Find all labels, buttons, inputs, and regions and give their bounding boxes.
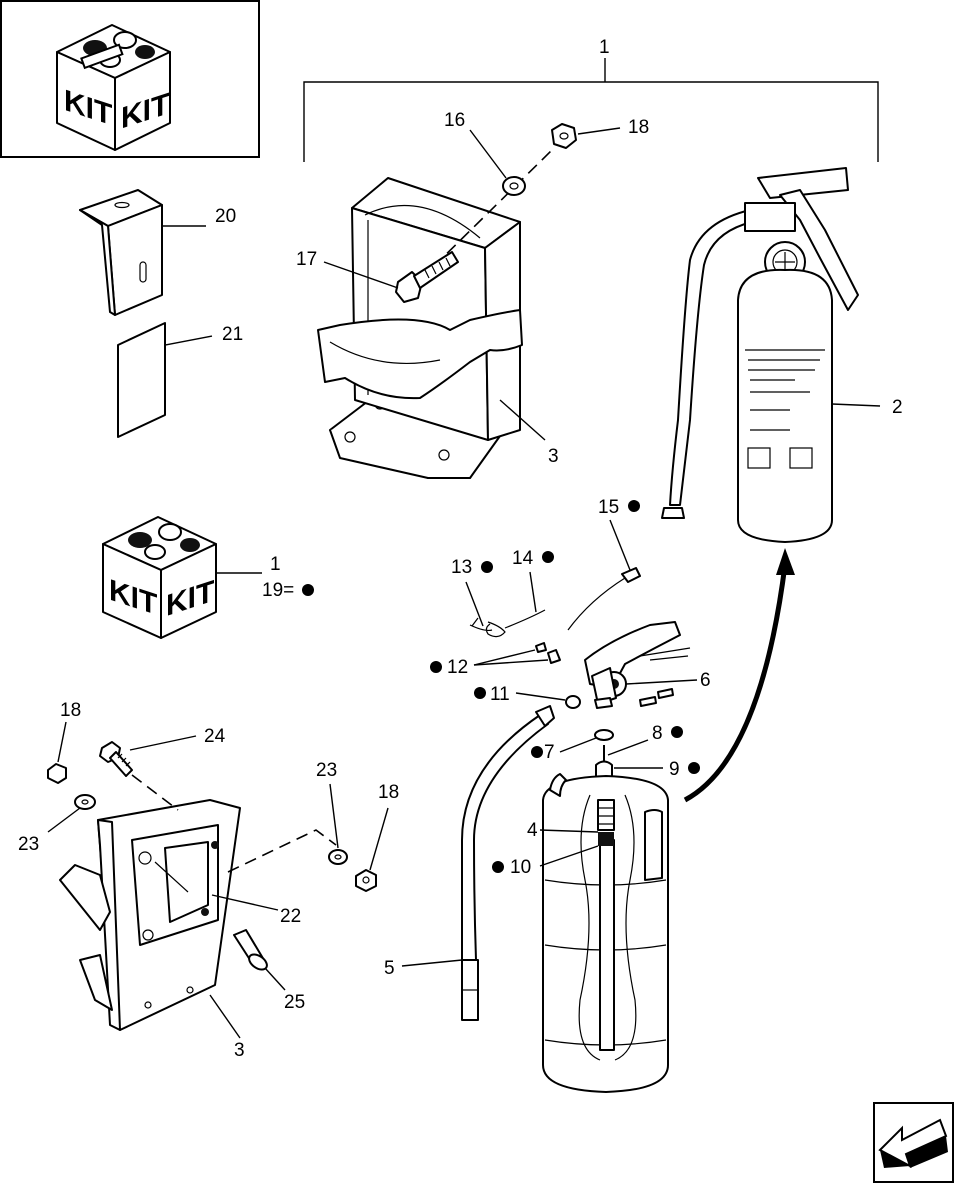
callout-23-right: 23 [316, 760, 337, 781]
callout-13: 13 [451, 557, 472, 578]
part-5-hose [401, 705, 555, 1021]
callout-2: 2 [892, 397, 903, 418]
callout-14: 14 [512, 548, 534, 569]
callout-25: 25 [284, 992, 305, 1013]
callout-labels: 1 2 3 3 4 5 6 7 8 9 10 11 12 13 14 15 16… [18, 37, 903, 1061]
callout-21: 21 [222, 324, 243, 345]
callout-20: 20 [215, 206, 236, 227]
part-24-bolt [99, 735, 197, 811]
navigation-arrow-icon[interactable] [873, 1102, 954, 1183]
callout-11: 11 [490, 684, 510, 705]
part-2-extinguisher [661, 167, 881, 543]
part-25-screw [233, 929, 286, 991]
callout-3-upper: 3 [548, 446, 559, 467]
callout-17: 17 [296, 249, 317, 270]
part-23-washer-left [47, 794, 96, 833]
kit-item-bullets [302, 500, 700, 873]
part-18-nut-left [47, 721, 67, 784]
part-11-oring [515, 692, 581, 709]
callout-18-top: 18 [628, 117, 649, 138]
part-12-pins [473, 642, 561, 666]
part-14-wire [504, 571, 546, 629]
callout-18-left: 18 [60, 700, 81, 721]
callout-18-right: 18 [378, 782, 399, 803]
assembly-bracket-line [303, 58, 879, 162]
part-23-washer-right [227, 783, 348, 873]
part-7-washer [559, 729, 614, 753]
part-13-spring [465, 581, 506, 638]
part-18-nut-top [551, 123, 621, 149]
extinguisher-cylinder-lower [539, 773, 669, 1093]
callout-5: 5 [384, 958, 395, 979]
kit-note-legend: 19= [262, 580, 294, 601]
callout-24: 24 [204, 726, 226, 747]
assembly-arrow [683, 548, 795, 803]
callout-22: 22 [280, 906, 301, 927]
part-3-bracket-lower [59, 799, 279, 1039]
callout-6: 6 [700, 670, 711, 691]
callout-8: 8 [652, 723, 663, 744]
callout-23-left: 23 [18, 834, 39, 855]
part-16-washer [469, 129, 526, 196]
kit-box-frame [0, 0, 260, 158]
callout-4: 4 [527, 820, 538, 841]
part-21-decal [117, 322, 213, 438]
part-6-valve-head [584, 621, 698, 709]
part-20-angle-plate [79, 189, 206, 316]
callout-15: 15 [598, 497, 619, 518]
callout-1-top: 1 [599, 37, 610, 58]
kit-note-number: 1 [270, 554, 281, 575]
callout-3-lower: 3 [234, 1040, 245, 1061]
part-15-seal [567, 519, 641, 631]
callout-7: 7 [544, 742, 555, 763]
part-18-nut-right [355, 807, 389, 892]
callout-9: 9 [669, 759, 680, 780]
callout-16: 16 [444, 110, 465, 131]
callout-12: 12 [447, 657, 468, 678]
kit-icon-top: KIT KIT [56, 24, 171, 151]
part-17-bolt [323, 149, 553, 303]
part-3-bracket-upper [317, 177, 546, 479]
kit-icon-middle: KIT KIT [102, 516, 262, 639]
callout-10: 10 [510, 857, 531, 878]
